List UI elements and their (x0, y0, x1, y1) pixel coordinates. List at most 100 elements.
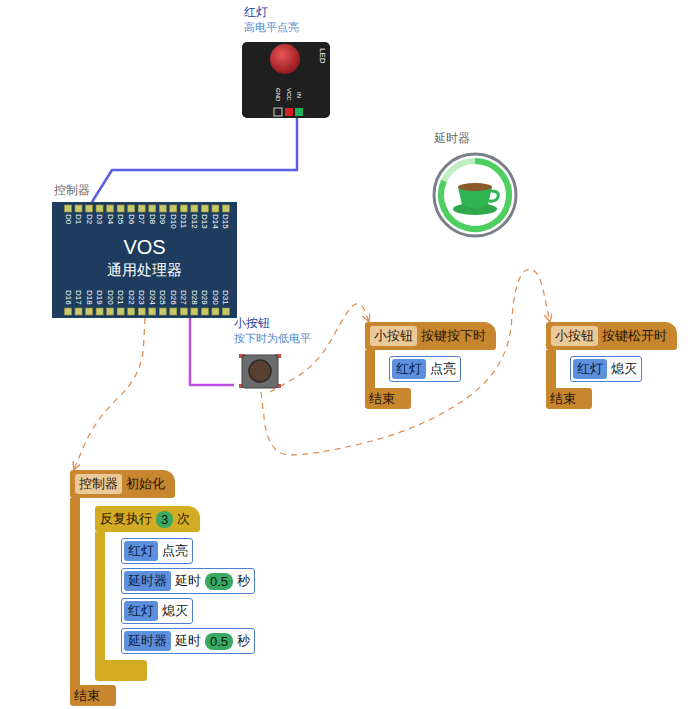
pin-name: IN (296, 92, 302, 98)
pin-name: D22 (127, 290, 136, 305)
block-keyword: 熄灭 (611, 360, 637, 378)
block-keyword: 初始化 (126, 475, 165, 493)
part-name: 延时器 (434, 131, 470, 145)
controller-board: 控制器VOS通用处理器D0D1D2D3D4D5D6D7D8D9D10D11D12… (52, 202, 237, 318)
pin-name: D16 (64, 290, 73, 305)
pin-name: D27 (179, 290, 188, 305)
statement-block: 延时器延时0.5秒 (121, 628, 255, 654)
block-keyword: 延时 (175, 632, 201, 650)
block-chip: 小按钮 (370, 326, 417, 346)
block-chip: 0.5 (205, 573, 233, 590)
block-chip: 延时器 (124, 571, 171, 591)
statement-block: 红灯点亮 (121, 538, 193, 564)
part-note: 高电平点亮 (244, 21, 299, 34)
statement-block: 延时器延时0.5秒 (121, 568, 255, 594)
led-board: LED GND VCC IN (242, 42, 330, 118)
wire (190, 318, 234, 385)
pin-name: D21 (116, 290, 125, 305)
led-board-art (242, 42, 330, 118)
block-header: 小按钮按键松开时 (546, 322, 677, 350)
block-header: 控制器初始化 (70, 470, 175, 498)
pin-in (295, 108, 303, 116)
pin-name: D9 (158, 214, 167, 224)
led-lens (270, 44, 300, 74)
statement-block: 红灯熄灭 (570, 356, 642, 382)
event-link (74, 318, 145, 470)
part-name: 小按钮 (234, 316, 270, 330)
statement-block: 红灯熄灭 (121, 598, 193, 624)
board-subtitle: 通用处理器 (52, 261, 237, 278)
pin-name: D18 (85, 290, 94, 305)
part-name: 控制器 (54, 183, 90, 197)
block-keyword: 按键松开时 (602, 327, 667, 345)
pin-name: D28 (190, 290, 199, 305)
pin-name: D5 (116, 214, 125, 224)
block-keyword: 秒 (237, 572, 250, 590)
end-label: 结束 (550, 391, 576, 406)
pin-name: VCC (286, 88, 292, 101)
statement-block: 红灯点亮 (389, 356, 461, 382)
pin-name: D20 (106, 290, 115, 305)
block-chip: 小按钮 (551, 326, 598, 346)
pin-name: D14 (211, 214, 220, 229)
pin-name: D8 (148, 214, 157, 224)
pin-name: D12 (190, 214, 199, 229)
event-block: 小按钮按键按下时红灯点亮结束 (365, 322, 496, 409)
block-body: 红灯点亮延时器延时0.5秒红灯熄灭延时器延时0.5秒 (95, 532, 255, 660)
block-header: 反复执行3次 (95, 506, 200, 532)
event-link (270, 304, 369, 392)
end-label: 结束 (369, 391, 395, 406)
pin-gnd (274, 108, 282, 116)
pin-name: D30 (211, 290, 220, 305)
block-chip: 红灯 (124, 541, 158, 561)
board-title: VOS (52, 236, 237, 258)
pin-name: D3 (95, 214, 104, 224)
pin-vcc (285, 108, 293, 116)
block-keyword: 次 (177, 510, 190, 528)
part-note: 按下时为低电平 (234, 332, 311, 345)
timer-icon (430, 151, 520, 241)
event-block: 小按钮按键松开时红灯熄灭结束 (546, 322, 677, 409)
pin-name: D1 (74, 214, 83, 224)
push-button-art (237, 350, 283, 392)
block-body: 红灯点亮 (365, 350, 461, 388)
part-name: 红灯 (244, 5, 268, 19)
block-keyword: 点亮 (430, 360, 456, 378)
module-label: LED (318, 48, 326, 64)
pin-name: D6 (127, 214, 136, 224)
block-keyword: 点亮 (162, 542, 188, 560)
pin-name: D26 (169, 290, 178, 305)
pin-name: D25 (158, 290, 167, 305)
block-header: 小按钮按键按下时 (365, 322, 496, 350)
pin-name: D19 (95, 290, 104, 305)
wire (92, 118, 297, 202)
block-footer: 结束 (365, 388, 411, 409)
block-chip: 红灯 (124, 601, 158, 621)
pin-name: GND (275, 88, 281, 101)
block-keyword: 延时 (175, 572, 201, 590)
pin-name: D7 (137, 214, 146, 224)
event-link (261, 269, 550, 455)
block-chip: 3 (156, 511, 173, 528)
block-footer: 结束 (546, 388, 592, 409)
pin-name: D31 (221, 290, 230, 305)
pin-name: D13 (200, 214, 209, 229)
block-keyword: 反复执行 (100, 510, 152, 528)
pin-name: D10 (169, 214, 178, 229)
pin-name: D0 (64, 214, 73, 224)
block-chip: 控制器 (75, 474, 122, 494)
block-footer: 结束 (70, 685, 116, 706)
pin-name: D23 (137, 290, 146, 305)
end-label: 结束 (74, 688, 100, 703)
repeat-block: 反复执行3次红灯点亮延时器延时0.5秒红灯熄灭延时器延时0.5秒 (95, 506, 255, 681)
pin-name: D15 (221, 214, 230, 229)
pin-name: D4 (106, 214, 115, 224)
block-chip: 红灯 (573, 359, 607, 379)
delay-component: 延时器 (430, 131, 520, 241)
pin-name: D11 (179, 214, 188, 228)
button-component: 小按钮按下时为低电平 (234, 316, 324, 392)
block-body: 反复执行3次红灯点亮延时器延时0.5秒红灯熄灭延时器延时0.5秒 (70, 498, 255, 685)
block-keyword: 秒 (237, 632, 250, 650)
event-block: 控制器初始化反复执行3次红灯点亮延时器延时0.5秒红灯熄灭延时器延时0.5秒结束 (70, 470, 255, 706)
